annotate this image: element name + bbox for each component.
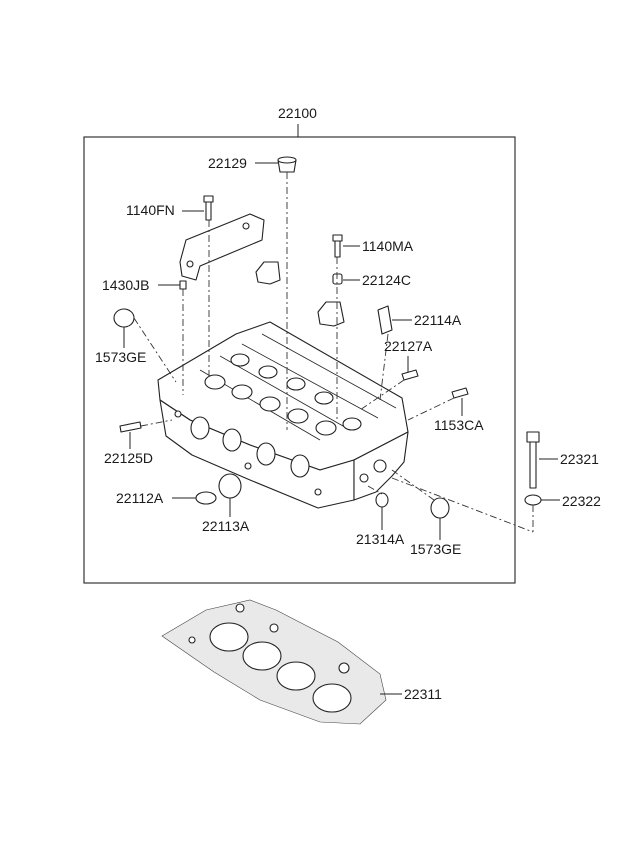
seal-22112A: [195, 491, 217, 505]
assembly-label-22100: 22100: [278, 105, 317, 121]
stud-22127A: [401, 369, 419, 381]
svg-text:22127A: 22127A: [384, 338, 433, 354]
cap-1573GE-left: [113, 308, 135, 328]
label-22124C: 22124C: [343, 272, 411, 288]
label-1153CA: 1153CA: [434, 398, 484, 433]
bolt-1140MA: [332, 234, 343, 258]
assembly-frame: [83, 136, 516, 584]
label-21314A: 21314A: [356, 507, 405, 547]
svg-text:1140FN: 1140FN: [126, 202, 175, 218]
plug-22129: [277, 156, 297, 173]
label-22311: 22311: [380, 686, 442, 702]
svg-text:22112A: 22112A: [116, 490, 164, 506]
head-gasket-22311: [161, 599, 387, 725]
svg-text:21314A: 21314A: [356, 531, 405, 547]
part-22124C-shape: [332, 273, 343, 285]
bearing-cap-3: [317, 301, 345, 327]
cylinder-head-drawing: [157, 321, 409, 509]
label-1140FN: 1140FN: [126, 202, 204, 218]
label-1573GE-left: 1573GE: [95, 327, 146, 365]
label-22125D: 22125D: [104, 432, 153, 466]
stud-22125D: [119, 421, 142, 433]
tube-22114A: [377, 305, 393, 335]
washer-22322: [524, 494, 542, 506]
alignment-lines: [133, 172, 534, 533]
svg-text:1573GE: 1573GE: [410, 541, 461, 557]
label-1573GE-right: 1573GE: [410, 518, 461, 557]
bolt-1140FN: [203, 195, 214, 221]
label-22322: 22322: [541, 493, 601, 509]
label-22129: 22129: [208, 155, 278, 171]
svg-text:22125D: 22125D: [104, 450, 153, 466]
bearing-cap-2: [255, 261, 281, 285]
dowel-1430JB: [179, 280, 187, 290]
cap-1573GE-right: [430, 497, 450, 519]
head-bolt-22321: [526, 431, 540, 489]
svg-text:1153CA: 1153CA: [434, 417, 484, 433]
seal-21314A: [375, 492, 389, 508]
label-22113A: 22113A: [202, 498, 250, 534]
label-22112A: 22112A: [116, 490, 196, 506]
stud-1153CA: [451, 387, 469, 399]
svg-text:22311: 22311: [404, 686, 442, 702]
bearing-cap-bracket: [179, 213, 265, 281]
svg-text:22322: 22322: [562, 493, 601, 509]
svg-text:22321: 22321: [560, 451, 599, 467]
label-22127A: 22127A: [384, 338, 433, 372]
label-1140MA: 1140MA: [343, 238, 414, 254]
svg-text:1140MA: 1140MA: [362, 238, 414, 254]
label-22114A: 22114A: [392, 312, 462, 328]
svg-text:1430JB: 1430JB: [102, 277, 149, 293]
svg-text:1573GE: 1573GE: [95, 349, 146, 365]
label-22321: 22321: [539, 451, 599, 467]
svg-text:22129: 22129: [208, 155, 247, 171]
svg-text:22124C: 22124C: [362, 272, 411, 288]
seal-22113A: [218, 473, 242, 499]
svg-text:22113A: 22113A: [202, 518, 250, 534]
svg-text:22114A: 22114A: [414, 312, 462, 328]
label-1430JB: 1430JB: [102, 277, 180, 293]
